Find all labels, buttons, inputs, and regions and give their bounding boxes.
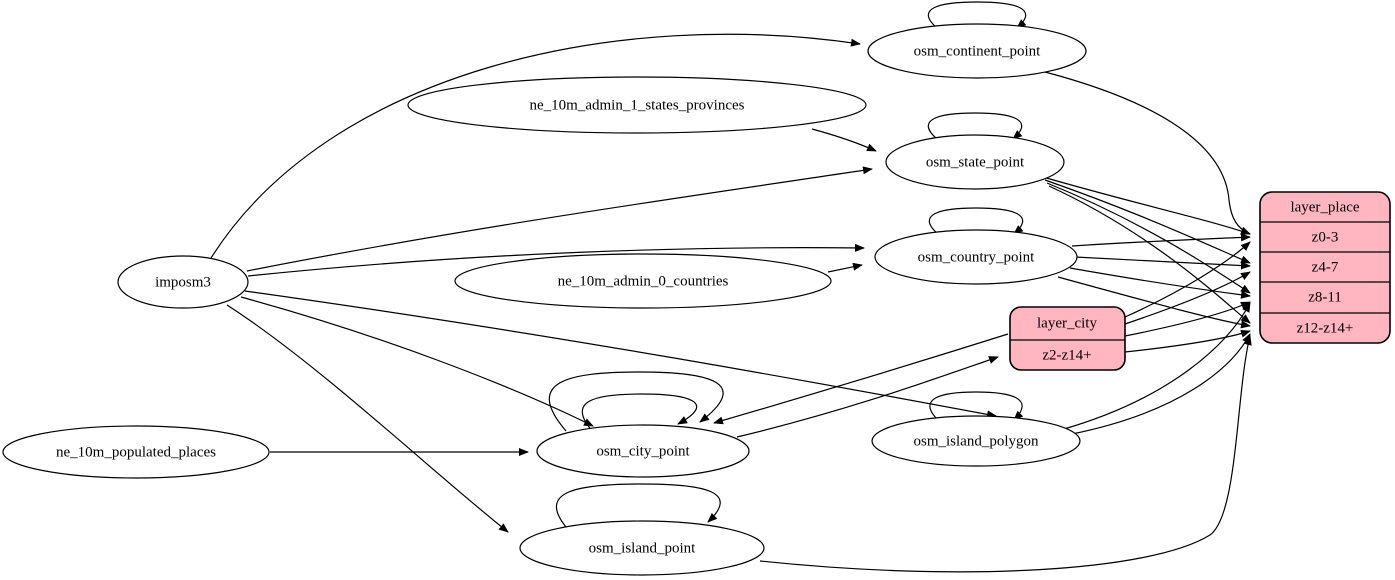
node-ne_10m_admin_0_countries — [454, 253, 832, 309]
record-row-layer_place-z8-11: z8-11 — [1308, 289, 1342, 306]
selfloop-osm_city_point-outer — [548, 371, 724, 432]
node-osm_continent_point — [867, 23, 1087, 79]
edge-osm_state_point-z8-11 — [1046, 182, 1251, 294]
node-label-osm_city_point: osm_city_point — [596, 443, 690, 460]
edge-osm_state_point-z12-z14 — [1048, 185, 1251, 324]
record-label-layer_city-title: layer_city — [1037, 315, 1097, 332]
edge-osm_island_polygon-z8-11 — [1063, 302, 1251, 430]
edge-imposm3-osm_island_polygon — [244, 290, 997, 419]
record-layer_city — [1009, 306, 1126, 371]
selfloop-osm_city_point-inner — [581, 393, 698, 434]
node-osm_state_point — [885, 134, 1065, 190]
record-row-layer_place-z0-3: z0-3 — [1311, 229, 1339, 246]
selfloop-osm_island_polygon — [929, 391, 1024, 421]
edge-imposm3-osm_city_point — [240, 296, 594, 427]
edge-osm_island_point-z12-z14 — [759, 335, 1252, 573]
selfloop-osm_continent_point — [927, 1, 1027, 29]
node-osm_city_point — [536, 424, 750, 478]
edge-osm_continent_point-z0-3 — [1044, 71, 1251, 235]
edge-osm_state_point-z4-7 — [1044, 179, 1251, 264]
edge-osm_country_point-z0-3 — [1071, 233, 1251, 247]
selfloop-osm_state_point — [927, 112, 1023, 140]
node-label-osm_state_point: osm_state_point — [925, 154, 1025, 171]
node-osm_island_polygon — [871, 415, 1081, 467]
node-label-ne_10m_admin_1_states_provinces: ne_10m_admin_1_states_provinces — [529, 97, 745, 114]
edge-osm_island_polygon-z12-z14 — [1071, 333, 1251, 435]
edge-imposm3-osm_country_point — [247, 243, 865, 277]
record-row-layer_city-z2-z14: z2-z14+ — [1042, 347, 1092, 364]
edge-ne_10m_admin_1_states_provinces-osm_state_point — [811, 128, 877, 152]
edge-layer_city-z0-3 — [1124, 241, 1251, 318]
selfloop-osm_island_point — [555, 483, 721, 528]
edge-osm_country_point-z12-z14 — [1057, 276, 1251, 329]
node-ne_10m_admin_1_states_provinces — [407, 76, 867, 134]
edge-ne_10m_admin_0_countries-osm_country_point — [827, 262, 863, 273]
node-label-osm_continent_point: osm_continent_point — [913, 43, 1041, 60]
edge-layer_city-z4-7 — [1124, 271, 1251, 325]
edge-layer_city-osm_city_point — [713, 333, 1009, 425]
selfloop-osm_country_point — [928, 207, 1024, 235]
node-label-imposm3: imposm3 — [155, 274, 211, 291]
node-ne_10m_populated_places — [2, 425, 270, 479]
edge-layer_city-z12-z14 — [1124, 329, 1251, 353]
edge-imposm3-osm_continent_point — [210, 33, 861, 259]
node-label-osm_island_polygon: osm_island_polygon — [913, 433, 1039, 450]
record-row-layer_place-z12-z14: z12-z14+ — [1296, 320, 1354, 337]
node-label-ne_10m_admin_0_countries: ne_10m_admin_0_countries — [557, 273, 729, 290]
node-label-ne_10m_populated_places: ne_10m_populated_places — [56, 444, 216, 461]
edge-osm_country_point-z4-7 — [1074, 256, 1251, 270]
node-label-osm_country_point: osm_country_point — [917, 249, 1035, 266]
edge-osm_country_point-z8-11 — [1069, 267, 1251, 299]
node-label-osm_island_point: osm_island_point — [588, 540, 696, 557]
record-row-layer_place-z4-7: z4-7 — [1311, 259, 1339, 276]
record-label-layer_place-title: layer_place — [1290, 199, 1360, 216]
record-layer_place — [1259, 191, 1391, 344]
edge-osm_city_point-layer_city — [736, 356, 999, 438]
edge-imposm3-osm_state_point — [246, 166, 873, 272]
node-osm_country_point — [874, 229, 1078, 285]
node-imposm3 — [117, 255, 249, 309]
node-osm_island_point — [519, 520, 765, 576]
edge-imposm3-osm_island_point — [226, 304, 509, 533]
edge-osm_state_point-z0-3 — [1042, 176, 1251, 235]
